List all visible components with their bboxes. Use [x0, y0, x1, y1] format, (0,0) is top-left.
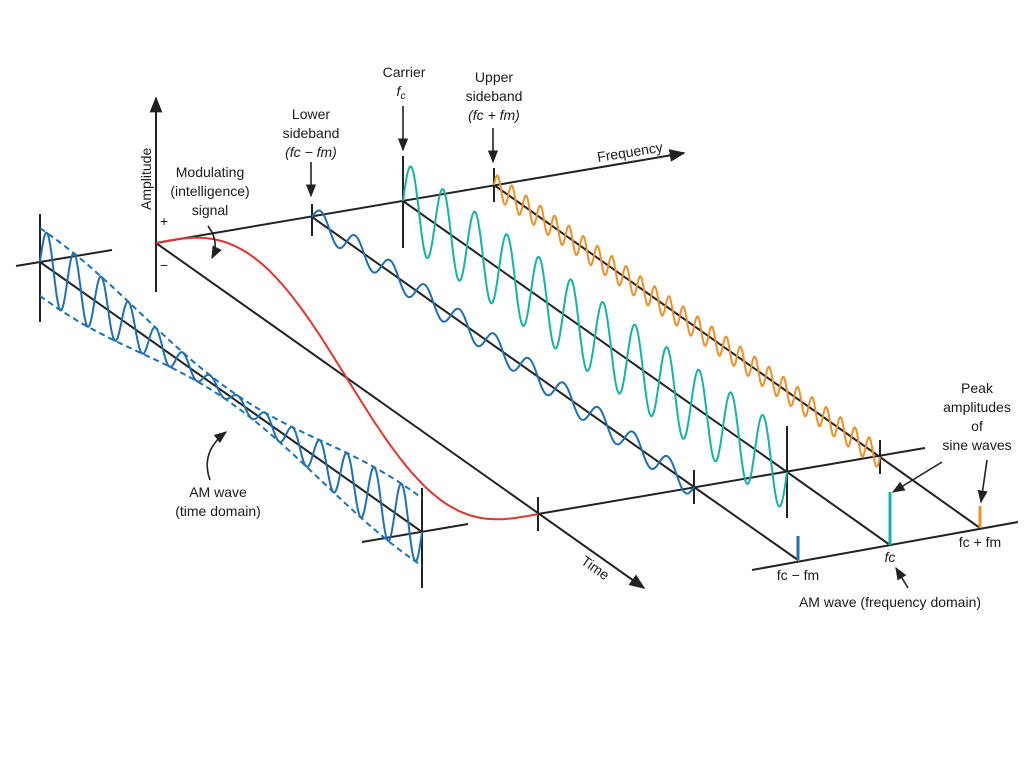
peak-label-2: amplitudes: [943, 399, 1011, 415]
lower-sideband-label-3: (fc − fm): [285, 144, 337, 160]
am-time-label-2: (time domain): [175, 503, 261, 519]
upper-sideband-label-1: Upper: [475, 69, 513, 85]
am-wave-time-domain: [39, 231, 423, 563]
carrier-label: Carrier: [383, 64, 426, 80]
am-envelope-upper: [39, 227, 423, 500]
lower-sideband-label-2: sideband: [283, 125, 340, 141]
modulating-label-3: signal: [192, 202, 229, 218]
peak-label-4: sine waves: [942, 437, 1011, 453]
modulating-label-2: (intelligence): [170, 183, 249, 199]
fd-upper-label: fc + fm: [959, 534, 1001, 550]
fd-lower-label: fc − fm: [777, 567, 819, 583]
lower-sideband-label-1: Lower: [292, 106, 330, 122]
am-time-domain: [15, 214, 469, 588]
far-frequency-line: [537, 447, 926, 515]
frequency-axis-label: Frequency: [596, 139, 664, 165]
annotation-arrows: [206, 106, 988, 589]
carrier-symbol: fc: [397, 83, 406, 102]
time-axis-label: Time: [578, 552, 612, 583]
freq-domain-axis: [751, 521, 1019, 571]
upper-sideband-wave: [493, 174, 881, 468]
component-time-lines: [311, 184, 981, 561]
amplitude-axis-label: Amplitude: [138, 148, 154, 210]
axis-ticks: [311, 156, 881, 531]
time-axis: [155, 242, 646, 589]
frequency-axis: [155, 149, 686, 244]
modulating-label-1: Modulating: [176, 164, 245, 180]
peak-label-1: Peak: [961, 380, 994, 396]
am-envelope-lower: [39, 295, 423, 567]
upper-sideband-label-2: sideband: [466, 88, 523, 104]
upper-sideband-label-3: (fc + fm): [468, 107, 520, 123]
carrier-wave: [402, 165, 788, 508]
am-frequency-label: AM wave (frequency domain): [799, 594, 981, 610]
minus-sign: −: [160, 257, 168, 273]
plus-sign: +: [160, 213, 168, 229]
lower-sideband-wave: [311, 209, 695, 495]
fd-carrier-label: fc: [885, 549, 896, 565]
am-time-label-1: AM wave: [189, 484, 247, 500]
modulating-signal-wave: [155, 236, 539, 521]
peak-label-3: of: [971, 418, 983, 434]
